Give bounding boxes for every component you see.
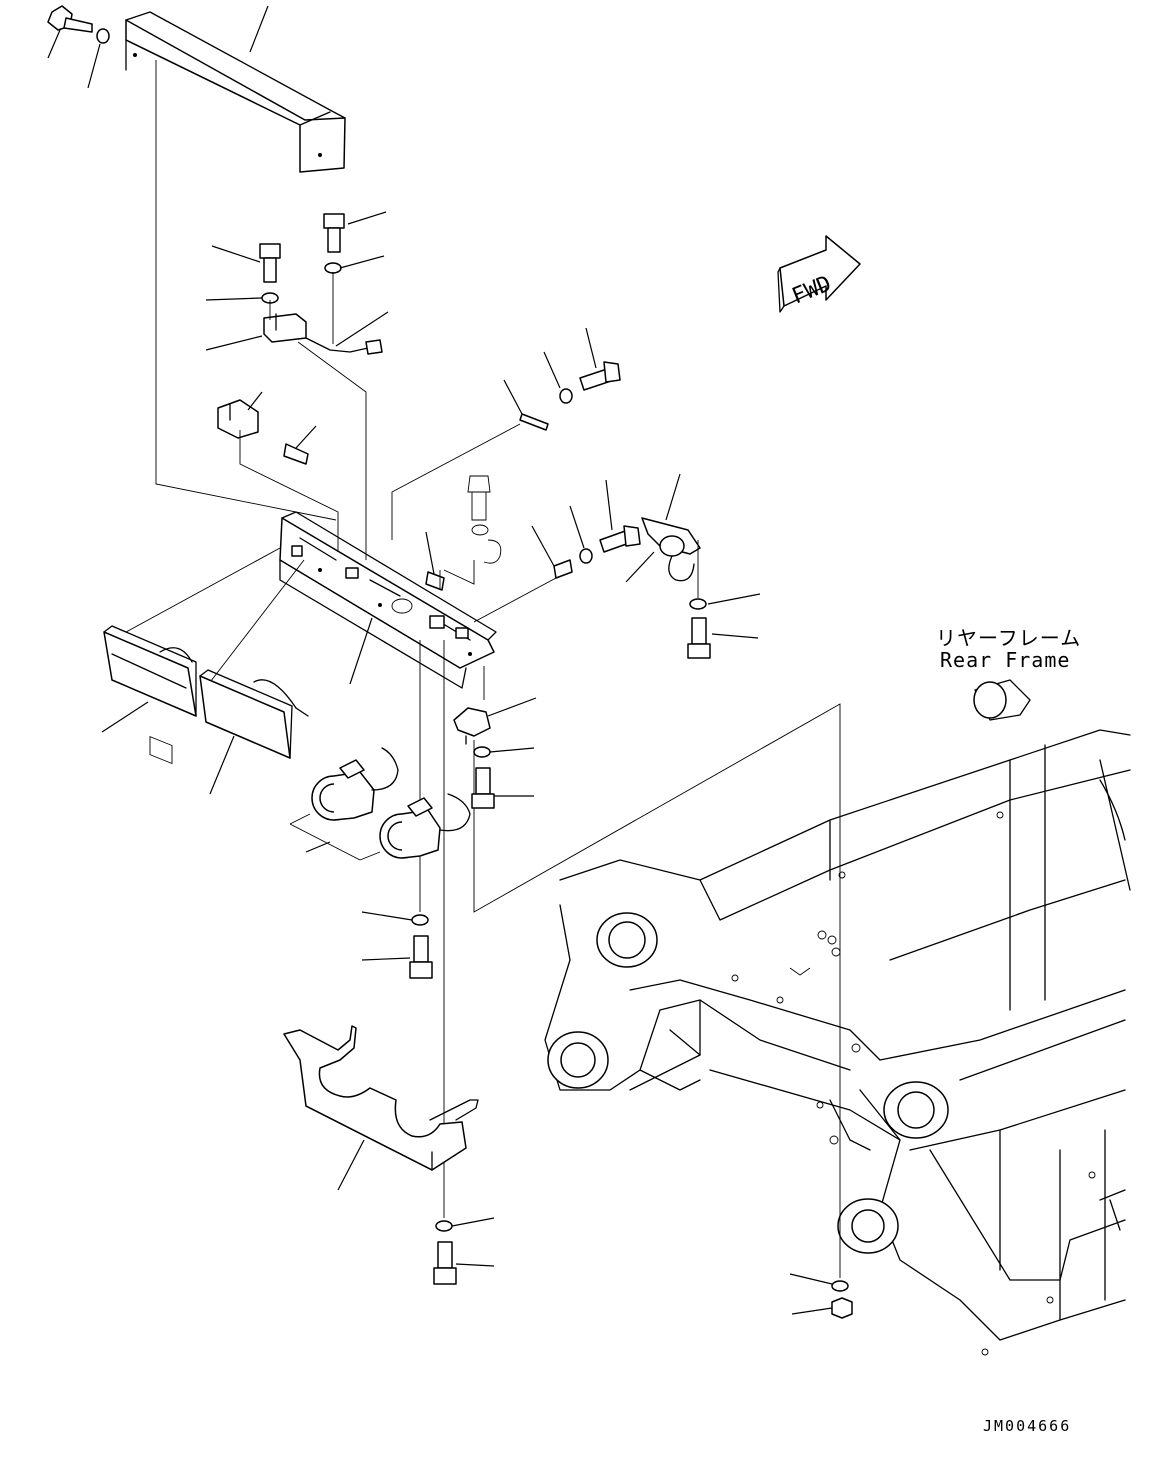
clip-right <box>553 559 573 579</box>
bolt-upper-a <box>323 213 345 253</box>
washer-mid-right <box>559 388 573 404</box>
bolt-lower-b <box>433 1241 457 1285</box>
fuse-cap <box>283 443 309 465</box>
bolt-top-left <box>47 5 93 33</box>
bolt-right-lower <box>687 617 711 659</box>
main-mounting-plate <box>279 511 497 689</box>
washer-lower-b <box>435 1220 453 1232</box>
bolt-upper-b <box>259 243 281 283</box>
bolt-mid-right <box>579 361 621 391</box>
lamp-guard-lower <box>283 1025 479 1171</box>
rear-combination-lamp-right <box>199 669 309 759</box>
relay-unit <box>263 313 383 355</box>
nut-frame <box>831 1297 853 1319</box>
washer-right-lower <box>689 598 707 610</box>
clip-mid <box>519 413 549 431</box>
clip-plate <box>425 571 445 591</box>
fwd-arrow-icon: FWD <box>777 235 861 313</box>
washer-upper-a <box>324 262 342 274</box>
bolt-right-upper <box>599 525 641 553</box>
bolt-buzzer <box>471 767 495 809</box>
washer-lower-a <box>411 914 429 926</box>
frame-label-japanese: リヤーフレーム <box>936 626 1082 650</box>
washer-frame <box>831 1280 849 1292</box>
rear-frame <box>544 679 1131 1356</box>
washer-buzzer <box>473 746 491 758</box>
top-cover-bracket <box>125 11 346 173</box>
buzzer <box>453 707 491 745</box>
rear-combination-lamp-left <box>103 625 197 765</box>
phantom-bolt <box>467 475 502 564</box>
work-lamp-right <box>379 793 471 859</box>
work-lamp-left <box>311 747 399 821</box>
mounting-bracket-right <box>641 517 701 582</box>
washer-top-left <box>96 28 110 44</box>
drawing-code: JM004666 <box>983 1417 1072 1435</box>
frame-label-english: Rear Frame <box>940 648 1071 672</box>
bolt-lower-a <box>409 935 433 979</box>
washer-right-upper <box>579 548 593 564</box>
